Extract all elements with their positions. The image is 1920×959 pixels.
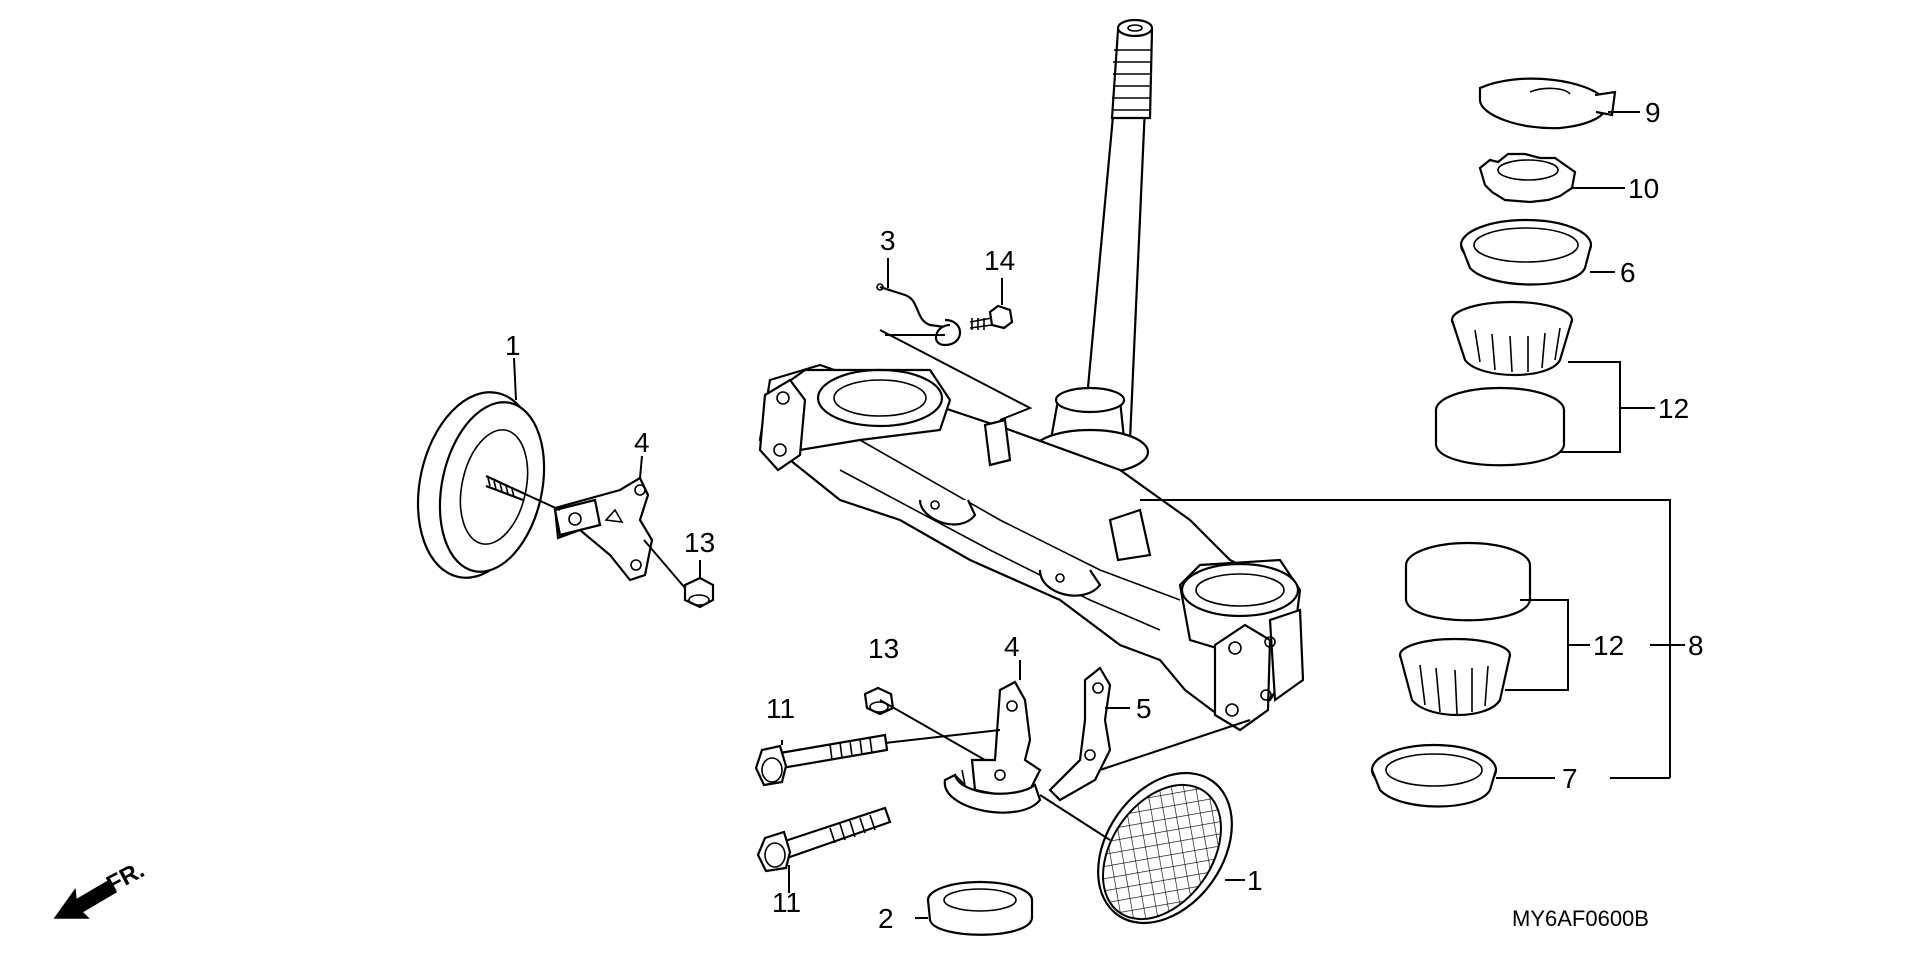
label-5: 5 bbox=[1136, 693, 1152, 724]
reflector-left bbox=[416, 391, 546, 579]
hose-clip-center bbox=[943, 769, 1042, 814]
grommet-2 bbox=[926, 880, 1034, 936]
front-arrow-icon bbox=[53, 878, 117, 919]
bracket-left bbox=[553, 476, 654, 582]
steering-stem bbox=[1030, 18, 1154, 476]
bracket-center bbox=[970, 680, 1042, 797]
label-1-right: 1 bbox=[1247, 865, 1263, 896]
label-11-top: 11 bbox=[766, 693, 795, 724]
front-direction-indicator: FR. bbox=[53, 856, 149, 919]
bolt-11-upper bbox=[754, 733, 889, 787]
label-9: 9 bbox=[1645, 97, 1661, 128]
lower-triple-clamp bbox=[758, 363, 1305, 732]
diagram-code: MY6AF0600B bbox=[1512, 906, 1649, 931]
bearing-12-lower bbox=[1398, 541, 1532, 716]
label-13-left: 13 bbox=[684, 527, 715, 558]
leader-lines bbox=[513, 111, 1685, 919]
label-4-left: 4 bbox=[634, 427, 650, 458]
part-labels: 1 4 13 3 14 13 4 5 11 11 1 2 9 10 6 12 1… bbox=[505, 97, 1704, 934]
label-7: 7 bbox=[1562, 763, 1578, 794]
dust-seal-6 bbox=[1459, 218, 1593, 286]
label-1-left: 1 bbox=[505, 330, 521, 361]
bolt-11-lower bbox=[756, 806, 892, 873]
label-13-center: 13 bbox=[868, 633, 899, 664]
washer-9 bbox=[1478, 77, 1617, 130]
label-2: 2 bbox=[878, 903, 894, 934]
label-6: 6 bbox=[1620, 257, 1636, 288]
bolt-14 bbox=[969, 304, 1014, 330]
reflector-right bbox=[1097, 771, 1233, 925]
locknut-10 bbox=[1478, 152, 1577, 204]
label-12-lower: 12 bbox=[1593, 630, 1624, 661]
label-14: 14 bbox=[984, 245, 1015, 276]
bearing-12-upper bbox=[1434, 300, 1574, 467]
dust-seal-7 bbox=[1370, 743, 1498, 808]
nut-center bbox=[863, 686, 895, 716]
bracket-5 bbox=[1048, 666, 1112, 802]
label-3: 3 bbox=[880, 225, 896, 256]
label-12-upper: 12 bbox=[1658, 393, 1689, 424]
label-11-bottom: 11 bbox=[772, 887, 801, 918]
label-8: 8 bbox=[1688, 630, 1704, 661]
hose-clamp-wire bbox=[876, 283, 961, 347]
nut-left bbox=[683, 576, 715, 609]
label-4-center: 4 bbox=[1004, 631, 1020, 662]
label-10: 10 bbox=[1628, 173, 1659, 204]
